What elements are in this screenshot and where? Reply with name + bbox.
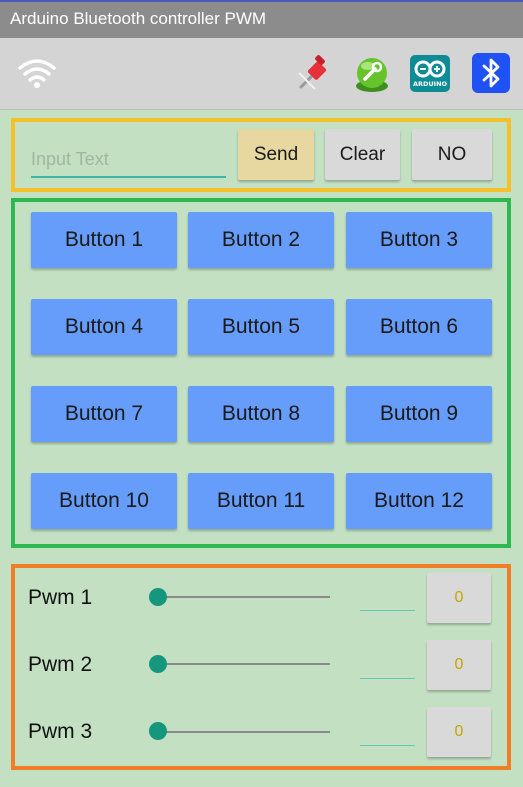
pwm-value-box-3[interactable]: 0 xyxy=(427,707,491,757)
arduino-icon[interactable]: ARDUINO xyxy=(410,55,450,92)
button-grid-panel xyxy=(11,198,511,548)
pwm-slider-track-2[interactable] xyxy=(158,663,330,665)
pwm-label-3: Pwm 3 xyxy=(28,720,93,743)
pwm-value-underline-3 xyxy=(360,745,415,746)
grid-button-3[interactable]: Button 3 xyxy=(346,212,492,268)
pwm-label-2: Pwm 2 xyxy=(28,653,93,676)
grid-button-4[interactable]: Button 4 xyxy=(31,299,177,355)
window-title: Arduino Bluetooth controller PWM xyxy=(10,9,267,28)
pwm-panel xyxy=(11,564,511,770)
pwm-slider-track-3[interactable] xyxy=(158,731,330,733)
grid-button-2[interactable]: Button 2 xyxy=(188,212,334,268)
pwm-label-1: Pwm 1 xyxy=(28,586,93,609)
grid-button-7[interactable]: Button 7 xyxy=(31,386,177,442)
no-button[interactable]: NO xyxy=(412,129,492,180)
pwm-value-box-1[interactable]: 0 xyxy=(427,573,491,623)
grid-button-9[interactable]: Button 9 xyxy=(346,386,492,442)
clear-button[interactable]: Clear xyxy=(325,129,400,180)
pin-icon[interactable] xyxy=(295,55,333,93)
pwm-slider-thumb-3[interactable] xyxy=(149,722,167,740)
input-panel xyxy=(11,118,511,192)
send-button[interactable]: Send xyxy=(238,129,314,180)
pwm-slider-thumb-1[interactable] xyxy=(149,588,167,606)
grid-button-5[interactable]: Button 5 xyxy=(188,299,334,355)
arduino-logo-text: ARDUINO xyxy=(413,80,448,88)
grid-button-10[interactable]: Button 10 xyxy=(31,473,177,529)
wrench-icon[interactable] xyxy=(352,53,392,95)
wifi-icon[interactable] xyxy=(16,52,58,94)
grid-button-6[interactable]: Button 6 xyxy=(346,299,492,355)
pwm-value-underline-2 xyxy=(360,678,415,679)
grid-button-8[interactable]: Button 8 xyxy=(188,386,334,442)
grid-button-11[interactable]: Button 11 xyxy=(188,473,334,529)
text-input-field[interactable] xyxy=(31,144,226,178)
action-bar: ARDUINO xyxy=(0,38,523,110)
grid-button-12[interactable]: Button 12 xyxy=(346,473,492,529)
pwm-value-underline-1 xyxy=(360,610,415,611)
pwm-value-box-2[interactable]: 0 xyxy=(427,640,491,690)
pwm-slider-track-1[interactable] xyxy=(158,596,330,598)
grid-button-1[interactable]: Button 1 xyxy=(31,212,177,268)
bluetooth-icon[interactable] xyxy=(472,53,510,93)
pwm-slider-thumb-2[interactable] xyxy=(149,655,167,673)
title-bar: Arduino Bluetooth controller PWM xyxy=(0,0,523,38)
